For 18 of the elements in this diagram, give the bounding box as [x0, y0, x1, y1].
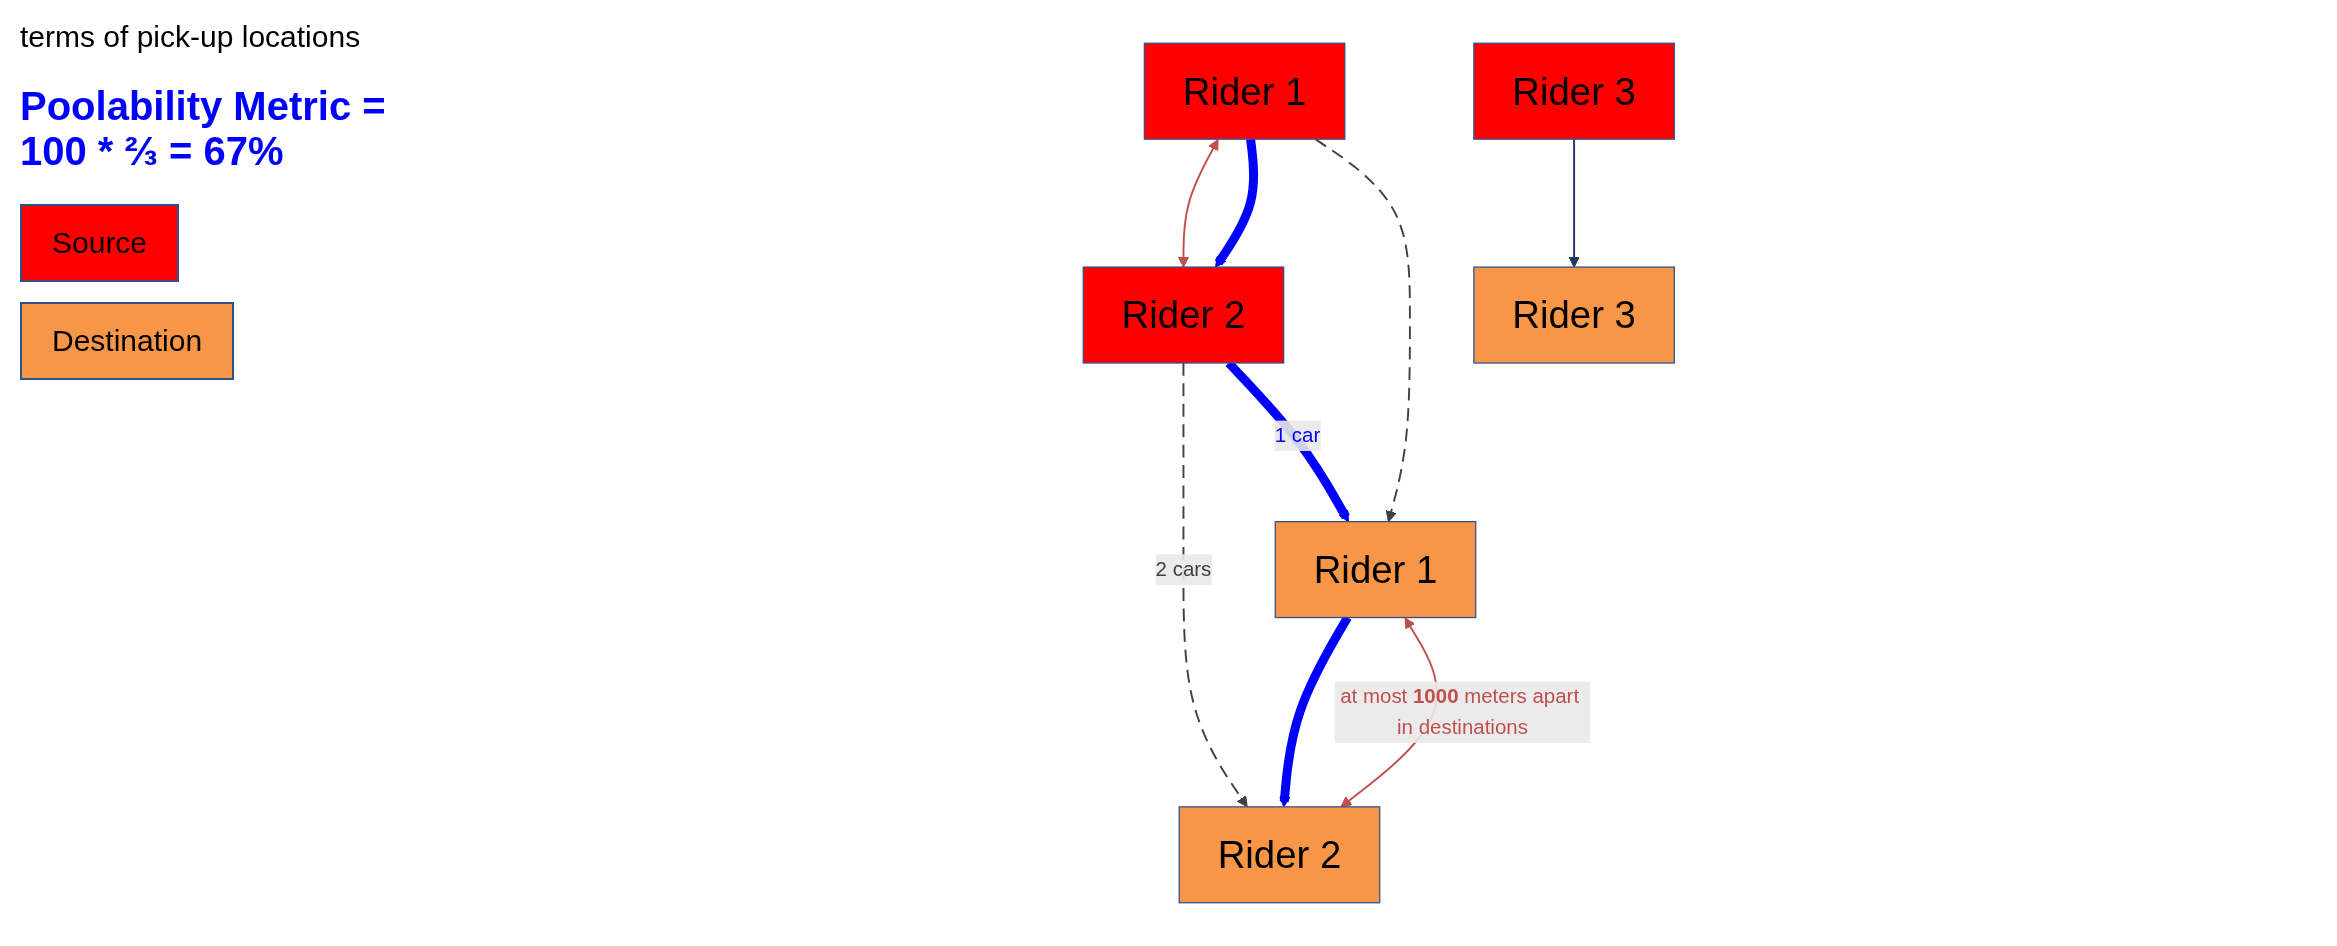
node-box: Rider 3 — [1472, 266, 1675, 364]
node-box: Rider 3 — [1472, 42, 1675, 140]
arrow — [1177, 139, 1219, 268]
edge-label: 2 cars — [1155, 558, 1212, 580]
node-box: Rider 2 — [1178, 806, 1381, 904]
arrow — [1182, 362, 1248, 808]
node-box: Rider 1 — [1274, 520, 1477, 619]
arrow — [1314, 138, 1411, 523]
note-text: terms of pick-up locations — [20, 20, 362, 54]
legend-swatch: Source — [20, 204, 180, 282]
metric-formula: Poolability Metric = 100 * ⅔ = 67% — [20, 84, 387, 174]
legend-swatch: Destination — [20, 302, 235, 380]
edge-label: 1 car — [1274, 424, 1320, 446]
arrow — [1214, 138, 1258, 268]
edge-label: at most 1000 meters apart in destinations — [1339, 685, 1579, 738]
node-box: Rider 1 — [1143, 42, 1346, 140]
node-box: Rider 2 — [1082, 266, 1285, 364]
arrow — [1568, 138, 1580, 268]
